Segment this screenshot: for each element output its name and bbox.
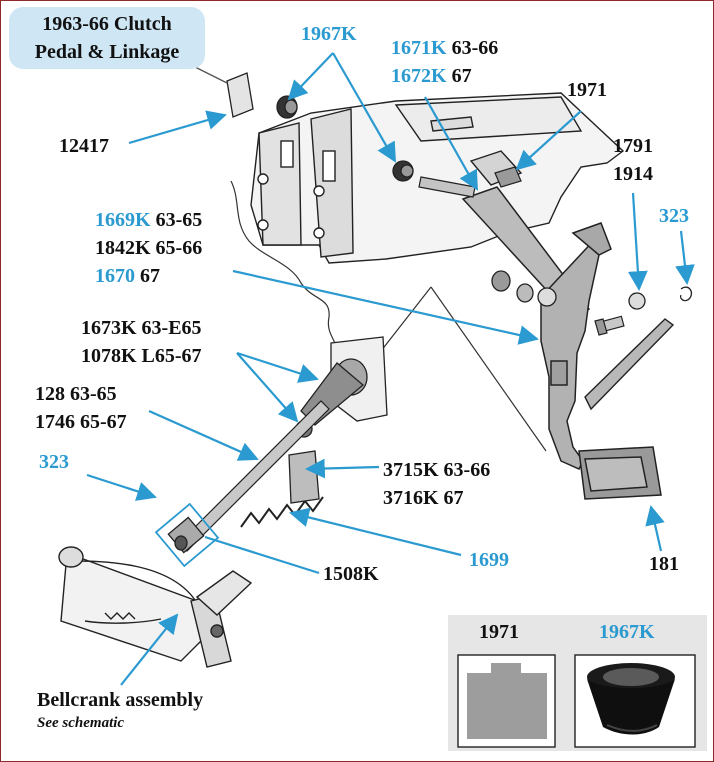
label-1671k: 1671K 63-66 (391, 35, 498, 61)
label-1842k: 1842K 65-66 (95, 237, 203, 259)
support-triangle (380, 286, 547, 452)
pivot-shaft (418, 176, 476, 198)
label-see-schematic: See schematic (37, 715, 125, 731)
clip-12417 (226, 72, 254, 118)
title-line-1: 1963-66 Clutch (42, 13, 172, 35)
pad-1971 (494, 166, 522, 188)
spring-bracket (288, 450, 320, 504)
label-1673k: 1673K 63-E65 (81, 317, 202, 339)
label-1791: 1791 (613, 135, 653, 157)
label-bellcrank: Bellcrank assembly (37, 689, 204, 711)
label-1672k-code: 1672K (391, 65, 447, 87)
label-1699: 1699 (469, 549, 509, 571)
inset-title-1971: 1971 (479, 621, 519, 643)
title-box: 1963-66 Clutch Pedal & Linkage (9, 7, 205, 69)
label-1746: 1746 65-67 (35, 411, 127, 433)
label-323-left: 323 (39, 451, 69, 473)
inset-title-1967k: 1967K (599, 621, 655, 643)
rod-clevis (167, 516, 205, 554)
label-1672k: 1672K 67 (391, 63, 472, 89)
pivot-bushings (276, 95, 693, 310)
pedal-bolt (594, 315, 625, 336)
label-1078k: 1078K L65-67 (81, 345, 202, 367)
label-12417: 12417 (59, 135, 109, 157)
label-181: 181 (649, 553, 679, 575)
title-line-2: Pedal & Linkage (34, 41, 180, 63)
label-128: 128 63-65 (35, 383, 117, 405)
bellcrank (58, 546, 253, 668)
label-1671k-code: 1671K (391, 37, 447, 59)
clevis-callout-box (154, 502, 220, 568)
label-1508k: 1508K (323, 563, 379, 585)
label-1671k-years: 63-66 (446, 37, 499, 59)
title-leader (190, 64, 228, 84)
label-1669k: 1669K 63-65 (95, 207, 202, 233)
label-1670-code: 1670 (95, 265, 135, 287)
label-323-right: 323 (659, 205, 689, 227)
label-1669k-code: 1669K (95, 209, 151, 231)
label-1672k-years: 67 (446, 65, 472, 87)
label-1670: 1670 67 (95, 263, 160, 289)
firewall-edge (230, 180, 339, 362)
label-1670-years: 67 (135, 265, 160, 287)
label-3715k: 3715K 63-66 (383, 459, 491, 481)
label-3716k: 3716K 67 (383, 487, 464, 509)
return-spring (240, 496, 324, 528)
callout-arrows (86, 52, 695, 686)
pedal-bracket (250, 92, 625, 264)
return-lever (584, 318, 675, 411)
label-1971: 1971 (567, 79, 607, 101)
clutch-pedal (461, 186, 662, 500)
label-1669k-years: 63-65 (150, 209, 203, 231)
label-1967k: 1967K (301, 23, 357, 45)
label-1914: 1914 (613, 163, 653, 185)
